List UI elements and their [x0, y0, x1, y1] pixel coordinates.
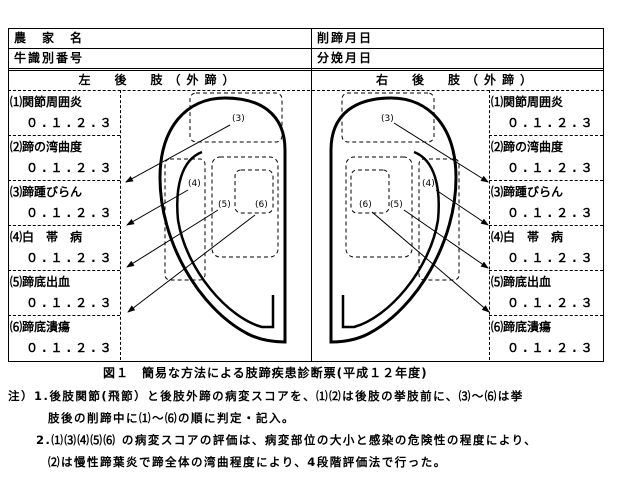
left-hoof: (3) (4) (5) (6) — [125, 92, 287, 344]
item-divider — [8, 135, 120, 136]
label-6: (6) — [359, 200, 372, 210]
arrow-4 — [126, 189, 189, 226]
item-divider — [489, 225, 603, 226]
item-score-options[interactable]: ０.１.２.３ — [507, 341, 597, 355]
zone-ulcer-box — [350, 169, 390, 214]
label-4: (4) — [188, 179, 201, 189]
item-divider — [8, 180, 120, 181]
left-column-divider — [120, 90, 121, 360]
label-4: (4) — [422, 179, 435, 189]
item-score-options[interactable]: ０.１.２.３ — [26, 296, 116, 310]
hoof-inner-line — [341, 150, 440, 329]
arrow-4 — [435, 189, 489, 226]
divider — [8, 70, 604, 71]
item-divider — [8, 315, 120, 316]
item-score-options[interactable]: ０.１.２.３ — [507, 251, 597, 265]
item-label: ⑹蹄底潰瘍 — [10, 320, 71, 334]
item-label: ⑴関節周囲炎 — [491, 95, 564, 109]
item-score-options[interactable]: ０.１.２.３ — [507, 116, 597, 130]
item-label: ⑹蹄底潰瘍 — [491, 320, 552, 334]
label-6: (6) — [255, 200, 268, 210]
farmer-name-label: 農 家 名 — [14, 31, 85, 45]
zone-sole-box — [345, 156, 413, 258]
center-divider — [311, 28, 312, 361]
item-label: ⑴関節周囲炎 — [10, 95, 83, 109]
item-label: ⑷白 帯 病 — [10, 230, 83, 244]
item-score-options[interactable]: ０.１.２.３ — [26, 251, 116, 265]
label-5: (5) — [390, 200, 403, 210]
zone-heel-box — [189, 92, 283, 143]
item-divider — [8, 225, 120, 226]
item-score-options[interactable]: ０.１.２.３ — [507, 161, 597, 175]
item-divider — [489, 180, 603, 181]
divider — [8, 48, 604, 49]
item-score-options[interactable]: ０.１.２.３ — [507, 206, 597, 220]
note-2-line-2: ⑵は慢性蹄葉炎で蹄全体の湾曲程度により、4段階評価法で行った。 — [48, 455, 447, 469]
arrow-3 — [125, 124, 231, 183]
item-label: ⑷白 帯 病 — [491, 230, 564, 244]
arrow-6 — [127, 214, 256, 313]
item-label: ⑵蹄の湾曲度 — [10, 140, 83, 154]
form-frame — [8, 28, 604, 362]
label-5: (5) — [218, 200, 231, 210]
item-score-options[interactable]: ０.１.２.３ — [26, 116, 116, 130]
header-divider — [8, 90, 604, 91]
item-score-options[interactable]: ０.１.２.３ — [507, 296, 597, 310]
hoof-outline — [158, 96, 287, 344]
hoof-inner-line — [176, 150, 275, 329]
arrow-5 — [403, 209, 489, 269]
item-divider — [489, 315, 603, 316]
arrow-5 — [126, 209, 219, 268]
left-hind-header: 左 後 肢（外蹄） — [78, 73, 241, 87]
item-score-options[interactable]: ０.１.２.３ — [26, 341, 116, 355]
item-label: ⑶蹄踵びらん — [10, 185, 83, 199]
item-score-options[interactable]: ０.１.２.３ — [26, 206, 116, 220]
label-3: (3) — [232, 114, 245, 124]
cow-id-label: 牛識別番号 — [14, 51, 85, 65]
zone-ulcer-box — [234, 169, 274, 214]
note-1-line-2: 肢後の削蹄中に⑴～⑹の順に判定・記入。 — [48, 411, 295, 425]
item-divider — [489, 135, 603, 136]
note-2-line-1: 2.⑴⑶⑷⑸⑹ の病変スコアの評価は、病変部位の大小と感染の危険性の程度により、 — [36, 433, 538, 447]
right-hind-header: 右 後 肢（外蹄） — [375, 73, 538, 87]
hoof-outline — [329, 96, 458, 344]
item-label: ⑸蹄底出血 — [10, 275, 71, 289]
divider — [8, 68, 604, 69]
calving-date-label: 分娩月日 — [317, 51, 374, 65]
right-hoof: (3) (4) (5) (6) — [329, 92, 490, 344]
zone-white-line-box — [418, 158, 460, 281]
item-label: ⑵蹄の湾曲度 — [491, 140, 564, 154]
trim-date-label: 削蹄月日 — [317, 31, 374, 45]
figure-caption: 図１ 簡易な方法による肢蹄疾患診断票(平成１２年度) — [103, 366, 428, 380]
note-1-line-1: 注）1.後肢関節(飛節）と後肢外蹄の病変スコアを、⑴⑵は後肢の挙肢前に、⑶～⑹は… — [8, 389, 524, 403]
label-3: (3) — [381, 114, 394, 124]
item-score-options[interactable]: ０.１.２.３ — [26, 161, 116, 175]
item-divider — [489, 270, 603, 271]
item-label: ⑸蹄底出血 — [491, 275, 552, 289]
item-divider — [8, 270, 120, 271]
item-label: ⑶蹄踵びらん — [491, 185, 564, 199]
zone-sole-box — [211, 156, 279, 258]
arrow-3 — [393, 122, 489, 183]
zone-white-line-box — [164, 158, 206, 281]
arrow-6 — [371, 211, 490, 313]
